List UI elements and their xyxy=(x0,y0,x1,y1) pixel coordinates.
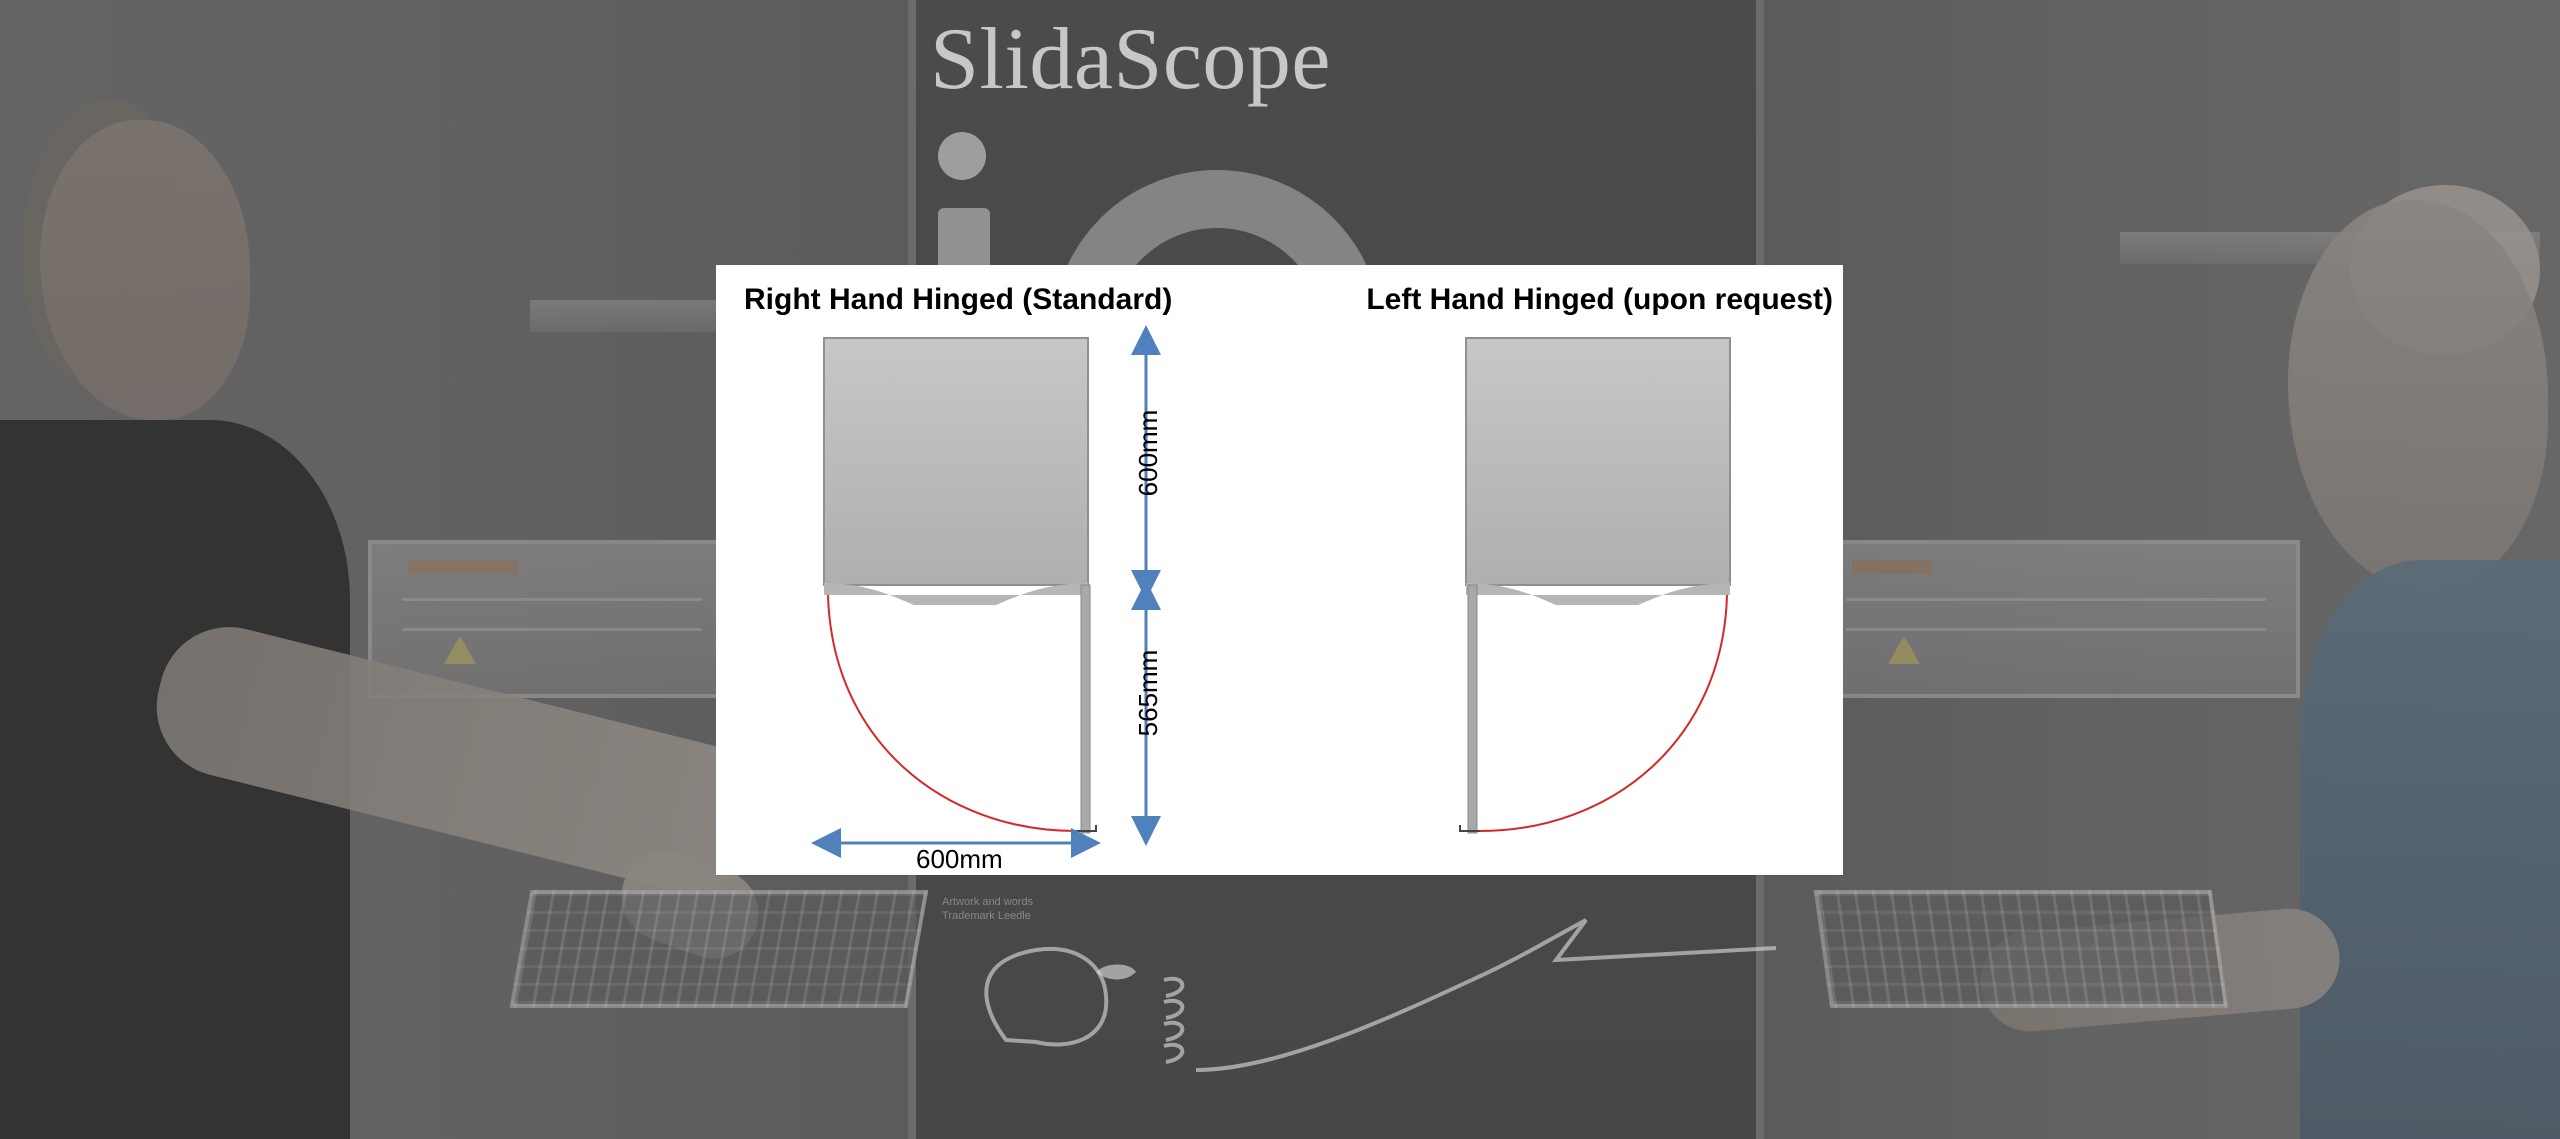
dimension-lines xyxy=(811,325,1161,858)
upper-dimension-label: 600mm xyxy=(1133,409,1163,497)
right-hand-cabinet-body xyxy=(823,337,1089,586)
brand-mark-dot xyxy=(938,132,986,180)
door-swing-diagram xyxy=(811,325,1731,858)
left-hand-cabinet-body xyxy=(1465,337,1731,586)
right-hand-cabinet-notch xyxy=(824,583,1088,605)
panel-caption-line-2: Trademark Leedle xyxy=(942,910,1031,922)
logo-sketch xyxy=(984,918,1776,1072)
left-person-head xyxy=(40,120,250,420)
right-hand-hinged-diagram xyxy=(823,337,1097,834)
warning-label-bar xyxy=(408,560,518,574)
logo-bird-outline xyxy=(984,946,1109,1047)
left-wire-tray xyxy=(509,890,929,1008)
panel-caption: Artwork and words Trademark Leedle xyxy=(942,895,1033,923)
left-hand-hinge-post xyxy=(1467,584,1478,834)
logo-wing-line xyxy=(1195,918,1776,1072)
right-hand-hinged-title: Right Hand Hinged (Standard) xyxy=(744,283,1173,316)
logo-stripes xyxy=(1163,976,1185,1064)
right-person-head xyxy=(2288,200,2548,590)
width-dimension-label: 600mm xyxy=(916,844,1003,874)
panel-caption-line-1: Artwork and words xyxy=(942,896,1034,908)
lower-dimension-label: 565mm xyxy=(1133,649,1163,737)
warning-icon xyxy=(1888,636,1920,664)
brand-title: SlidaScope xyxy=(930,11,1331,108)
left-hand-hinged-title: Left Hand Hinged (upon request) xyxy=(1366,283,1833,316)
right-person xyxy=(2300,560,2560,1139)
warning-icon xyxy=(444,636,476,664)
door-swing-diagram-card: Right Hand Hinged (Standard) Left Hand H… xyxy=(716,265,1843,875)
left-hand-swing-arc xyxy=(1479,594,1728,832)
right-hand-hinge-post xyxy=(1080,584,1091,834)
right-wire-tray xyxy=(1813,890,2229,1008)
left-hand-cabinet-notch xyxy=(1466,583,1730,605)
warning-label-bar xyxy=(1852,560,1932,574)
logo-eye xyxy=(1096,964,1136,980)
left-warning-panel xyxy=(368,540,736,698)
right-warning-panel xyxy=(1812,540,2300,698)
right-hand-swing-arc xyxy=(827,594,1077,832)
left-hand-hinge-foot xyxy=(1459,825,1480,832)
left-hand-hinged-diagram xyxy=(1459,337,1731,834)
